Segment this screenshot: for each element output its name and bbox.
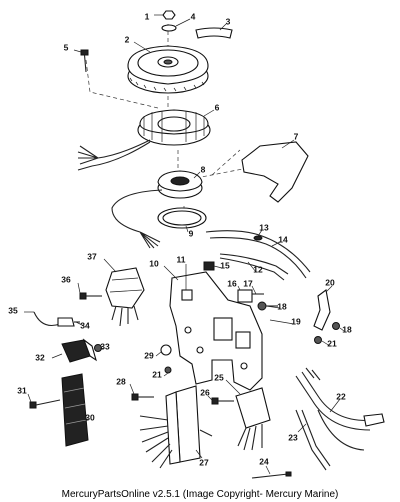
- callout-33: 33: [100, 341, 110, 351]
- callout-15: 15: [220, 260, 230, 270]
- mounting-plate: [169, 261, 263, 391]
- callout-9: 9: [189, 228, 194, 238]
- flywheel: [127, 45, 209, 94]
- callout-7: 7: [294, 131, 299, 141]
- washer-21b: [164, 366, 172, 374]
- power-pack-27: [139, 385, 213, 469]
- callout-3: 3: [226, 16, 231, 26]
- callout-14: 14: [278, 234, 288, 244]
- parts-diagram: 1432567891314371011151236161720181935341…: [8, 10, 385, 479]
- hardware-16-18: [237, 289, 278, 311]
- retainer-ring: [157, 207, 207, 229]
- screw-28: [131, 393, 154, 401]
- callout-22: 22: [336, 391, 346, 401]
- flywheel-decal: [195, 27, 233, 39]
- callout-20: 20: [325, 277, 335, 287]
- bracket-20: [313, 289, 331, 331]
- callout-27: 27: [199, 457, 209, 467]
- coil-32: [61, 338, 97, 363]
- leader-lines: [24, 14, 345, 475]
- callout-16: 16: [227, 278, 237, 288]
- screw-31: [29, 399, 61, 409]
- stator: [77, 109, 211, 171]
- callout-36: 36: [61, 274, 71, 284]
- callout-32: 32: [35, 352, 45, 362]
- callout-4: 4: [191, 11, 196, 21]
- callout-17: 17: [243, 278, 253, 288]
- callout-28: 28: [116, 376, 126, 386]
- harness-22-23: [295, 367, 385, 471]
- screw-36: [79, 292, 102, 300]
- trigger: [111, 170, 203, 249]
- callout-18: 18: [342, 324, 352, 334]
- callout-21: 21: [152, 369, 162, 379]
- grommet-29: [160, 344, 172, 356]
- callout-37: 37: [87, 251, 97, 261]
- callout-8: 8: [201, 164, 206, 174]
- callout-19: 19: [291, 316, 301, 326]
- callout-6: 6: [215, 102, 220, 112]
- screw-5: [80, 49, 89, 73]
- flywheel-nut: [161, 10, 177, 32]
- callout-31: 31: [17, 385, 27, 395]
- callout-34: 34: [80, 320, 90, 330]
- callout-1: 1: [145, 11, 150, 21]
- callout-13: 13: [259, 222, 269, 232]
- switch-box-25: [235, 387, 271, 451]
- callout-2: 2: [125, 34, 130, 44]
- callout-23: 23: [288, 432, 298, 442]
- callout-24: 24: [259, 456, 269, 466]
- callout-25: 25: [214, 372, 224, 382]
- callout-26: 26: [200, 387, 210, 397]
- callout-11: 11: [177, 254, 186, 264]
- coil-pack-30: [61, 373, 89, 447]
- bracket-7: [241, 141, 309, 203]
- callout-5: 5: [64, 42, 69, 52]
- callout-12: 12: [253, 264, 263, 274]
- callout-30: 30: [85, 412, 95, 422]
- callout-18: 18: [277, 301, 287, 311]
- callout-35: 35: [8, 305, 18, 315]
- washer-21a: [314, 336, 322, 344]
- spark-plug-lead: [33, 311, 80, 327]
- callout-10: 10: [149, 258, 159, 268]
- pin-24: [251, 471, 292, 479]
- ignition-coil-37: [105, 267, 145, 327]
- callout-29: 29: [144, 350, 154, 360]
- callout-21: 21: [327, 338, 337, 348]
- screw-26: [211, 397, 234, 405]
- washer-18: [332, 322, 340, 330]
- image-caption: MercuryPartsOnline v2.5.1 (Image Copyrig…: [61, 489, 339, 500]
